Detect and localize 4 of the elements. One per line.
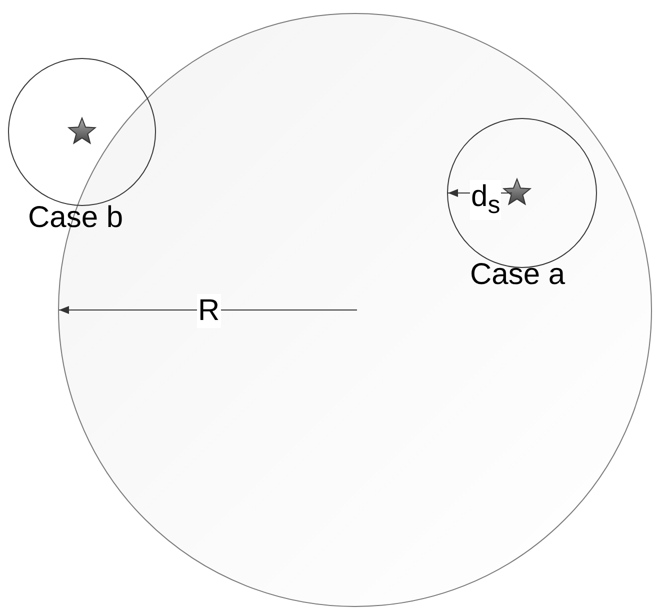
case-label: Case b [28, 203, 124, 233]
case-label: Case a [470, 260, 566, 290]
dimension-label: d$_{s}$ [470, 180, 502, 220]
dimension-label: R [197, 294, 221, 328]
